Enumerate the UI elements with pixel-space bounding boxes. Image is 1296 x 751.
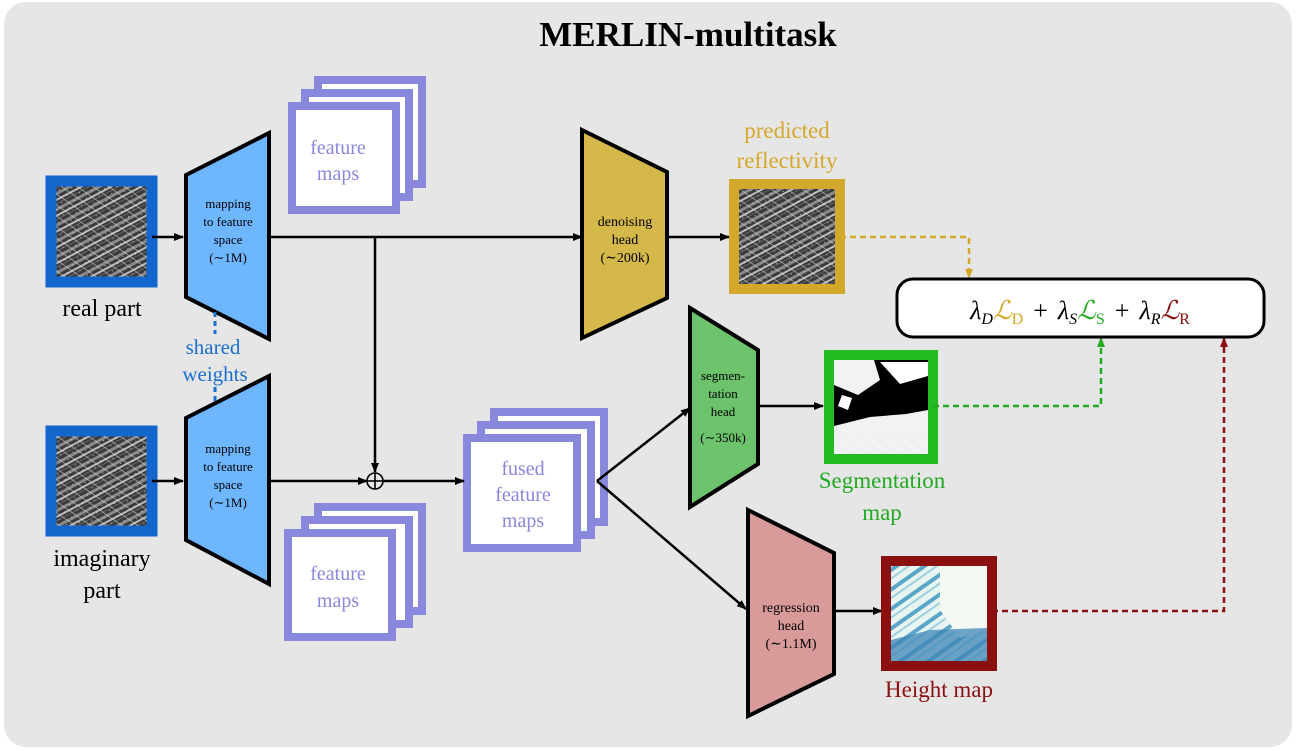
- encoder-real-line1: mapping: [205, 196, 251, 211]
- imaginary-part-label-line1: imaginary: [53, 546, 150, 572]
- fused-line2: feature: [495, 484, 551, 506]
- loss-lambda-s-sub: S: [1069, 311, 1077, 328]
- loss-term-r-sub: R: [1179, 311, 1190, 328]
- regression-head-params: (∼1.1M): [765, 637, 816, 652]
- loss-plus-2: +: [1115, 296, 1130, 325]
- height-map-label: Height map: [885, 677, 993, 702]
- edge-segmentation-to-loss: [933, 337, 1105, 408]
- denoising-head-line2: head: [612, 233, 638, 248]
- edge-reflectivity-to-loss: [840, 235, 973, 279]
- loss-plus-1: +: [1033, 296, 1048, 325]
- loss-term-s-sub: S: [1096, 311, 1105, 328]
- segmentation-head: [688, 304, 760, 511]
- loss-term-d-sub: D: [1012, 311, 1024, 328]
- segmentation-head-line3: head: [711, 404, 736, 419]
- feature-maps-stack-top: [288, 76, 426, 214]
- segmentation-map-image: [824, 350, 938, 464]
- feature-maps-top-line2: maps: [317, 163, 359, 185]
- loss-lambda-d-sub: D: [980, 311, 993, 328]
- height-map-image: [881, 556, 997, 671]
- loss-lambda-r: λ: [1138, 296, 1150, 325]
- predicted-reflectivity-label-line2: reflectivity: [737, 148, 838, 173]
- loss-lambda-r-sub: R: [1150, 311, 1161, 328]
- predicted-reflectivity-label-line1: predicted: [744, 118, 830, 143]
- encoder-imag-line1: mapping: [205, 441, 251, 456]
- encoder-real: [184, 129, 271, 343]
- fused-line1: fused: [501, 458, 544, 480]
- encoder-imag-line3: space: [214, 477, 243, 492]
- feature-maps-stack-bottom: [284, 503, 426, 641]
- loss-formula: λDℒD+λSℒS+λRℒR: [969, 296, 1190, 328]
- segmentation-head-line2: tation: [708, 386, 738, 401]
- feature-maps-top-line1: feature: [310, 137, 366, 159]
- regression-head: [746, 506, 836, 720]
- loss-lambda-d: λ: [969, 296, 981, 325]
- encoder-real-line2: to feature: [203, 214, 253, 229]
- real-part-image: [45, 175, 158, 288]
- imaginary-part-label-line2: part: [83, 578, 121, 604]
- loss-term-d: ℒ: [993, 296, 1013, 325]
- regression-head-line2: head: [778, 619, 804, 634]
- edge-fused-to-segmentation: [596, 407, 691, 482]
- loss-term-s: ℒ: [1077, 296, 1097, 325]
- denoising-head-line1: denoising: [598, 215, 652, 230]
- loss-lambda-s: λ: [1057, 296, 1069, 325]
- feature-maps-bottom-line1: feature: [310, 563, 366, 585]
- loss-box: [895, 277, 1266, 339]
- edge-fused-to-regression: [596, 480, 747, 610]
- encoder-real-params: (∼1M): [209, 250, 247, 265]
- encoder-imag-params: (∼1M): [209, 495, 247, 510]
- shared-weights-label-line1: shared: [186, 335, 241, 359]
- denoising-head: [580, 126, 669, 342]
- edge-height-to-loss: [992, 337, 1228, 613]
- segmentation-map-label-line2: map: [862, 500, 902, 525]
- denoising-head-params: (∼200k): [600, 251, 649, 266]
- predicted-reflectivity-image: [729, 179, 845, 294]
- segmentation-head-params: (∼350k): [700, 430, 746, 445]
- regression-head-line1: regression: [762, 601, 820, 616]
- encoder-imag: [184, 372, 271, 588]
- encoder-real-line3: space: [214, 232, 243, 247]
- sum-operator-icon: [366, 472, 384, 490]
- encoder-imag-line2: to feature: [203, 459, 253, 474]
- segmentation-head-line1: segmen-: [701, 368, 745, 383]
- diagram-title: MERLIN-multitask: [539, 15, 837, 54]
- fused-line3: maps: [502, 510, 544, 532]
- feature-maps-bottom-line2: maps: [317, 590, 359, 612]
- loss-term-r: ℒ: [1161, 296, 1181, 325]
- shared-weights-label-line2: weights: [182, 362, 247, 386]
- segmentation-map-label-line1: Segmentation: [819, 468, 946, 493]
- real-part-label: real part: [62, 296, 142, 322]
- imaginary-part-image: [45, 425, 158, 537]
- fused-feature-maps-stack: [463, 408, 608, 552]
